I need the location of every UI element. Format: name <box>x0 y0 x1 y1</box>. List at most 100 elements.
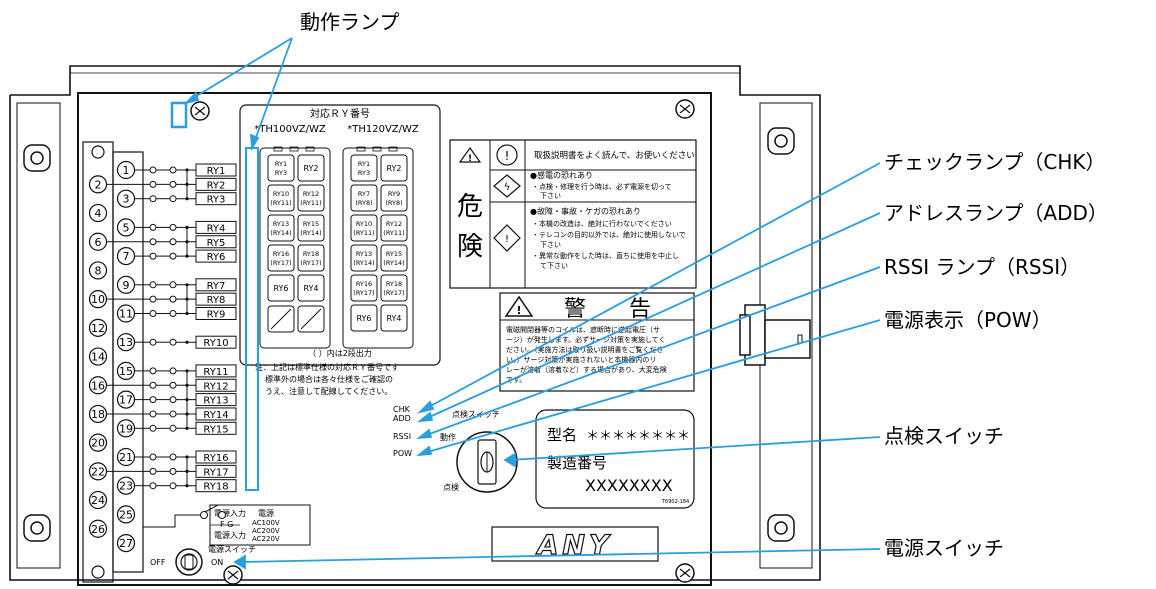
relay-label: RY17 <box>203 467 228 478</box>
relay-table-cell <box>297 244 325 272</box>
power-input-label: 電源入力 <box>214 508 246 518</box>
svg-text:!: ! <box>516 304 521 317</box>
relay-contact <box>149 424 157 432</box>
relay-contact <box>169 410 177 418</box>
warning-line3: ださい。（実施方法は取り扱い説明書をご覧くださ <box>506 345 664 354</box>
terminal-15 <box>116 361 136 380</box>
relay-label-box <box>195 421 237 435</box>
mounting-holes <box>23 127 795 542</box>
relay-table-cell-text: (RY14) <box>353 259 374 267</box>
relay-table-cell-text: (RY17) <box>270 259 291 267</box>
relay-table-cell <box>350 154 378 182</box>
status-lamps: CHK ADD RSSI POW <box>393 405 412 458</box>
relay-contact <box>169 166 177 174</box>
danger-row2-a: ・点検・修理を行う時は、必ず電源を切って <box>532 182 672 191</box>
nameplate-code: T6902-184 <box>661 499 689 505</box>
relay-table-cell-text: RY16 <box>356 280 372 288</box>
relay-label-box <box>195 235 237 249</box>
danger-row1: 取扱説明書をよく読んで、お使いください <box>534 150 695 161</box>
relay-table-cell-text: (RY17) <box>300 259 321 267</box>
terminal-number: 5 <box>123 221 130 234</box>
relay-table-footnote: （ ）内は2段出力 <box>308 348 372 358</box>
check-switch[interactable]: 点検スイッチ 動作 点検 <box>440 409 518 493</box>
danger-row2-b: 下さい <box>540 192 561 200</box>
relay-label: RY4 <box>207 223 226 234</box>
relay-table-cell-text: RY4 <box>303 284 318 293</box>
nameplate: 型名 ＊＊＊＊＊＊＊＊ 製造番号 XXXXXXXX T6902-184 <box>535 409 695 509</box>
terminal-number: 15 <box>119 365 133 378</box>
relay-label-box <box>195 464 237 478</box>
relay-label: RY3 <box>207 195 226 206</box>
warning-line4: い。）サージ対策が実施されないと本機器内のリ <box>506 355 656 364</box>
danger-row3-e: て下さい <box>540 262 568 270</box>
rssi-lamp-label: RSSI <box>393 432 411 441</box>
power-switch-on: ON <box>211 558 223 567</box>
terminal-20 <box>88 433 108 452</box>
relay-contact <box>169 338 177 346</box>
relay-table-note3: うえ、注意して配線してください。 <box>265 386 392 396</box>
warning-title-1: 警 <box>564 297 586 322</box>
relay-table-cell <box>267 244 295 272</box>
mounting-plate <box>9 65 821 581</box>
terminal-7 <box>116 247 136 266</box>
relay-contact <box>149 238 157 246</box>
relay-table-cell <box>380 184 408 212</box>
relay-table-cell-text: (RY17) <box>353 289 374 297</box>
relay-label: RY16 <box>203 453 228 464</box>
terminal-number: 9 <box>123 279 130 292</box>
device-body <box>77 92 811 586</box>
power-switch[interactable]: 電源スイッチ OFF ON <box>150 545 256 576</box>
power-lever-icon <box>184 554 194 570</box>
callout-address-lamp: アドレスランプ（ADD） <box>884 201 1108 225</box>
relay-label: RY9 <box>207 310 226 321</box>
relay-table-cell-text: RY7 <box>358 190 370 198</box>
relay-table-cell-text: RY15 <box>303 220 319 228</box>
relay-contact <box>149 310 157 317</box>
relay-contact <box>149 482 157 490</box>
relay-table-cell <box>297 184 325 212</box>
callout-rssi-lamp: RSSI ランプ（RSSI） <box>884 255 1081 279</box>
relay-table-cell-text: RY10 <box>273 190 289 198</box>
relay-contact <box>169 180 177 188</box>
power-switch-title: 電源スイッチ <box>208 545 256 554</box>
relay-contact <box>169 295 177 303</box>
warning-line1: 電磁開閉器等のコイルは、遮断時に逆起電圧（サ <box>506 325 660 334</box>
add-lamp-label: ADD <box>393 414 411 423</box>
chk-lamp-label: CHK <box>393 405 411 414</box>
terminal-number: 16 <box>91 379 105 392</box>
relay-contact <box>169 195 177 203</box>
relay-contact <box>149 381 157 389</box>
relay-table-cell-text: RY3 <box>358 169 370 177</box>
power-spec-ac220: AC220V <box>252 535 280 543</box>
leader-lines <box>183 37 881 570</box>
terminal-17 <box>116 390 136 409</box>
relay-label-box <box>195 192 237 206</box>
relay-contact <box>149 367 157 375</box>
relay-junction <box>185 340 189 344</box>
warning-triangle-icon <box>458 146 482 163</box>
relay-label-box <box>195 378 237 392</box>
danger-row3-title: ●故障・事故・ケガの恐れあり <box>530 206 641 216</box>
terminal-number: 7 <box>123 250 130 263</box>
relay-label: RY7 <box>207 281 226 292</box>
relay-contact <box>149 338 157 346</box>
relay-table-cell-text: (RY11) <box>270 199 291 207</box>
relay-table-cell <box>350 274 378 302</box>
danger-kanji-1: 危 <box>457 192 483 222</box>
terminal-27 <box>116 533 136 553</box>
terminal-number: 26 <box>91 523 105 536</box>
callout-check-lamp: チェックランプ（CHK） <box>884 150 1106 174</box>
terminal-13 <box>116 333 136 352</box>
relay-label: RY11 <box>203 367 228 378</box>
relay-label: RY5 <box>207 238 226 249</box>
relay-table-blank-slash <box>300 308 322 330</box>
relay-table-cell <box>380 214 408 242</box>
relay-label-box <box>195 278 237 292</box>
relay-label: RY15 <box>203 424 228 435</box>
relay-table-cell <box>297 214 325 242</box>
relay-table-cell-text: (RY11) <box>300 199 321 207</box>
relay-table-cell-text: RY2 <box>303 164 318 173</box>
terminal-number: 11 <box>119 308 133 321</box>
relay-table-cell <box>380 274 408 302</box>
